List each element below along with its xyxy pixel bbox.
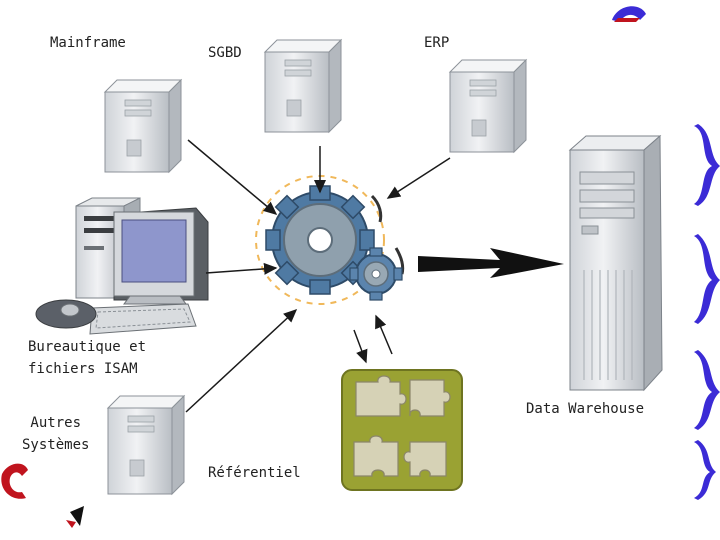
etl-gears-icon — [255, 175, 405, 305]
mainframe-server-icon — [103, 78, 183, 174]
arrow-etl-to-referentiel — [353, 329, 368, 364]
arrow-erp-to-etl — [386, 157, 451, 199]
desktop-computer-icon — [35, 197, 209, 335]
label-autres-systemes: Autres Systèmes — [22, 415, 90, 453]
label-erp: ERP — [424, 35, 450, 51]
decor-bottom-left-icon — [1, 463, 84, 528]
decor-right-braces-icon — [694, 124, 720, 500]
arrow-mainframe-to-etl — [187, 139, 278, 215]
arrow-referentiel-to-etl — [375, 314, 393, 355]
referentiel-puzzle-icon — [341, 369, 463, 491]
label-mainframe: Mainframe — [50, 35, 126, 51]
label-sgbd: SGBD — [208, 45, 242, 61]
erp-server-icon — [448, 58, 528, 154]
data-flow-arrows — [185, 139, 451, 413]
autres-systemes-server-icon — [106, 394, 186, 496]
arrow-autres-to-etl — [185, 308, 298, 413]
label-referentiel: Référentiel — [208, 465, 301, 481]
label-data-warehouse: Data Warehouse — [526, 401, 645, 417]
arrow-etl-to-warehouse — [418, 248, 564, 278]
arrow-bureautique-to-etl — [205, 262, 278, 275]
data-warehouse-server-icon — [568, 134, 663, 392]
label-bureautique: Bureautique et fichiers ISAM — [28, 339, 147, 377]
decor-top-right-icon — [612, 6, 646, 22]
sgbd-server-icon — [263, 38, 343, 134]
